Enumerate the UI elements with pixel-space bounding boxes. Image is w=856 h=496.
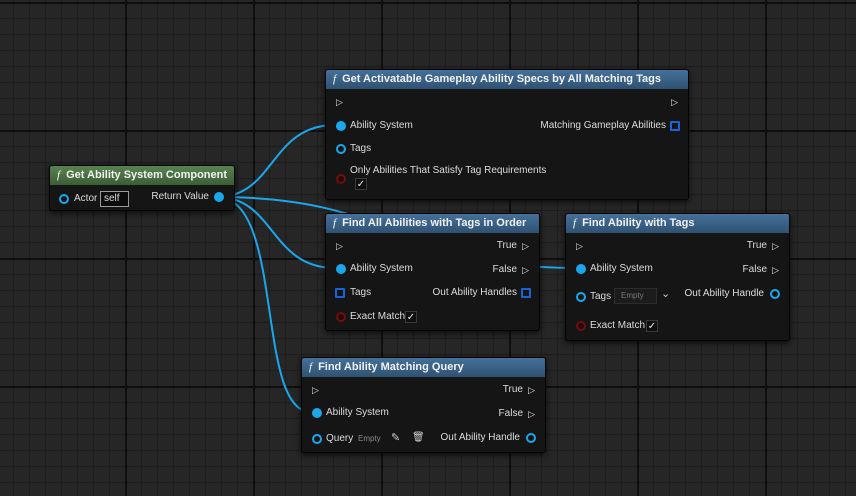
- edit-icon[interactable]: ✎: [391, 432, 401, 444]
- wire-to-find-all-ability-system[interactable]: [216, 196, 336, 269]
- ability-system-label: Ability System: [350, 263, 413, 274]
- true-label: True: [746, 240, 767, 251]
- exact-match-label: Exact Match: [590, 320, 646, 331]
- node-header[interactable]: f Find Ability Matching Query: [302, 358, 545, 377]
- ability-system-pin[interactable]: [336, 121, 346, 131]
- function-icon: f: [309, 361, 313, 373]
- out-ability-handle-pin[interactable]: [770, 289, 780, 299]
- node-header[interactable]: f Get Ability System Component: [50, 166, 234, 185]
- false-exec-icon[interactable]: ▷: [522, 265, 529, 275]
- find-ability-with-tags-node[interactable]: f Find Ability with Tags ▷ True ▷ Ability…: [565, 213, 790, 341]
- tags-label: Tags: [350, 287, 372, 298]
- query-label: Query: [326, 433, 354, 444]
- true-exec-icon[interactable]: ▷: [772, 241, 779, 251]
- return-value-label: Return Value: [151, 191, 209, 202]
- node-header[interactable]: f Find Ability with Tags: [566, 214, 789, 233]
- return-value-pin[interactable]: [214, 192, 224, 202]
- exact-match-label: Exact Match: [350, 311, 406, 322]
- true-label: True: [496, 240, 517, 251]
- only-abilities-label: Only Abilities That Satisfy Tag Requirem…: [350, 165, 547, 176]
- exec-in-icon[interactable]: ▷: [336, 97, 343, 107]
- exec-out-icon[interactable]: ▷: [671, 97, 678, 107]
- tags-input[interactable]: Empty: [614, 288, 657, 304]
- ability-system-label: Ability System: [326, 407, 389, 418]
- matching-abilities-pin[interactable]: [670, 121, 680, 131]
- tags-label: Tags: [350, 143, 372, 154]
- tags-label: Tags: [590, 291, 612, 302]
- wire-to-specs-ability-system[interactable]: [216, 124, 336, 198]
- find-ability-matching-query-node[interactable]: f Find Ability Matching Query ▷ True ▷ Ab…: [301, 357, 546, 453]
- function-icon: f: [573, 217, 577, 229]
- matching-abilities-label: Matching Gameplay Abilities: [540, 120, 666, 131]
- exact-match-pin[interactable]: [576, 321, 586, 331]
- tags-pin[interactable]: [335, 288, 345, 298]
- false-exec-icon[interactable]: ▷: [772, 265, 779, 275]
- function-icon: f: [57, 169, 61, 181]
- trash-icon[interactable]: 🗑: [412, 432, 425, 443]
- node-title: Get Activatable Gameplay Ability Specs b…: [342, 73, 661, 85]
- actor-label: Actor: [74, 193, 98, 204]
- tags-pin[interactable]: [336, 144, 346, 154]
- false-label: False: [498, 408, 523, 419]
- true-exec-icon[interactable]: ▷: [528, 385, 535, 395]
- only-abilities-checkbox[interactable]: ✓: [355, 178, 367, 190]
- query-value: Empty: [358, 434, 381, 443]
- ability-system-pin[interactable]: [336, 264, 346, 274]
- out-ability-handle-pin[interactable]: [526, 433, 536, 443]
- chevron-down-icon[interactable]: ⌄: [661, 288, 671, 300]
- only-abilities-pin[interactable]: [336, 174, 346, 184]
- exec-in-icon[interactable]: ▷: [576, 241, 583, 251]
- function-icon: f: [333, 217, 337, 229]
- exec-in-icon[interactable]: ▷: [312, 385, 319, 395]
- out-ability-handle-label: Out Ability Handle: [684, 288, 765, 299]
- out-ability-handle-label: Out Ability Handle: [440, 432, 521, 443]
- node-header[interactable]: f Find All Abilities with Tags in Order: [326, 214, 539, 233]
- query-pin[interactable]: [312, 434, 322, 444]
- actor-input[interactable]: self: [100, 191, 129, 207]
- ability-system-label: Ability System: [350, 120, 413, 131]
- tags-pin[interactable]: [576, 292, 586, 302]
- false-label: False: [492, 264, 517, 275]
- ability-system-pin[interactable]: [576, 264, 586, 274]
- true-exec-icon[interactable]: ▷: [522, 241, 529, 251]
- exact-match-checkbox[interactable]: ✓: [646, 320, 658, 332]
- get-activatable-specs-node[interactable]: f Get Activatable Gameplay Ability Specs …: [325, 69, 689, 200]
- node-title: Find All Abilities with Tags in Order: [342, 217, 527, 229]
- find-all-abilities-node[interactable]: f Find All Abilities with Tags in Order ▷…: [325, 213, 540, 331]
- actor-pin[interactable]: [59, 194, 69, 204]
- ability-system-label: Ability System: [590, 263, 653, 274]
- true-label: True: [502, 384, 523, 395]
- node-title: Find Ability with Tags: [582, 217, 695, 229]
- node-title: Find Ability Matching Query: [318, 361, 464, 373]
- node-header[interactable]: f Get Activatable Gameplay Ability Specs …: [326, 70, 688, 89]
- false-label: False: [742, 264, 767, 275]
- wire-to-find-query-ability-system[interactable]: [216, 196, 312, 413]
- exact-match-checkbox[interactable]: ✓: [405, 311, 417, 323]
- node-title: Get Ability System Component: [66, 169, 228, 181]
- out-ability-handles-label: Out Ability Handles: [432, 287, 518, 298]
- exact-match-pin[interactable]: [336, 312, 346, 322]
- ability-system-pin[interactable]: [312, 408, 322, 418]
- exec-in-icon[interactable]: ▷: [336, 241, 343, 251]
- false-exec-icon[interactable]: ▷: [528, 409, 535, 419]
- out-ability-handles-pin[interactable]: [521, 288, 531, 298]
- get-ability-system-component-node[interactable]: f Get Ability System Component Actor self…: [49, 165, 235, 211]
- function-icon: f: [333, 73, 337, 85]
